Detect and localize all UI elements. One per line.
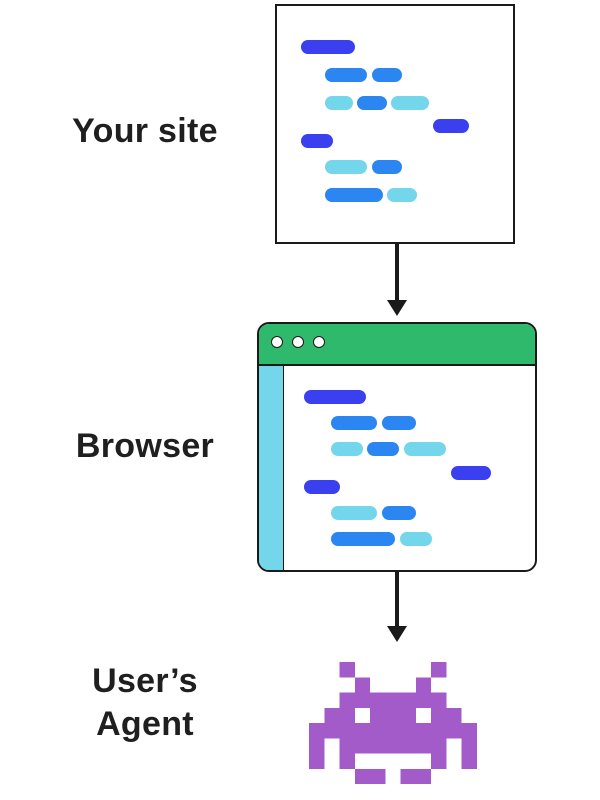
browser-titlebar: [259, 324, 535, 366]
code-token: [372, 68, 402, 82]
code-token: [382, 416, 416, 430]
code-token: [301, 134, 333, 148]
code-token: [301, 40, 355, 54]
browser-label: Browser: [75, 427, 215, 465]
code-token: [325, 96, 353, 110]
code-token: [331, 506, 377, 520]
space-invader-icon: [309, 662, 477, 784]
code-token: [331, 416, 377, 430]
code-token: [400, 532, 432, 546]
code-token: [304, 480, 340, 494]
agent-label-line1: User’s: [92, 662, 198, 700]
code-token: [331, 442, 363, 456]
code-token: [391, 96, 429, 110]
code-token: [372, 160, 402, 174]
agent-label-line2: Agent: [96, 704, 194, 743]
window-dot-icon: [292, 336, 304, 348]
browser-sidebar: [259, 366, 284, 570]
code-token: [325, 160, 367, 174]
browser-window: [257, 322, 537, 572]
window-dot-icon: [271, 336, 283, 348]
code-token: [325, 188, 383, 202]
code-token: [367, 442, 399, 456]
arrow-down-icon: [387, 570, 407, 642]
code-token: [325, 68, 367, 82]
users-agent-label: User’s Agent: [55, 660, 235, 745]
code-token: [357, 96, 387, 110]
site-code-document: [275, 4, 515, 244]
code-token: [331, 532, 395, 546]
code-token: [433, 119, 469, 133]
code-token: [387, 188, 417, 202]
window-dot-icon: [313, 336, 325, 348]
code-token: [451, 466, 491, 480]
code-token: [304, 390, 366, 404]
code-token: [404, 442, 446, 456]
code-token: [382, 506, 416, 520]
your-site-label: Your site: [72, 112, 218, 150]
arrow-down-icon: [387, 244, 407, 316]
